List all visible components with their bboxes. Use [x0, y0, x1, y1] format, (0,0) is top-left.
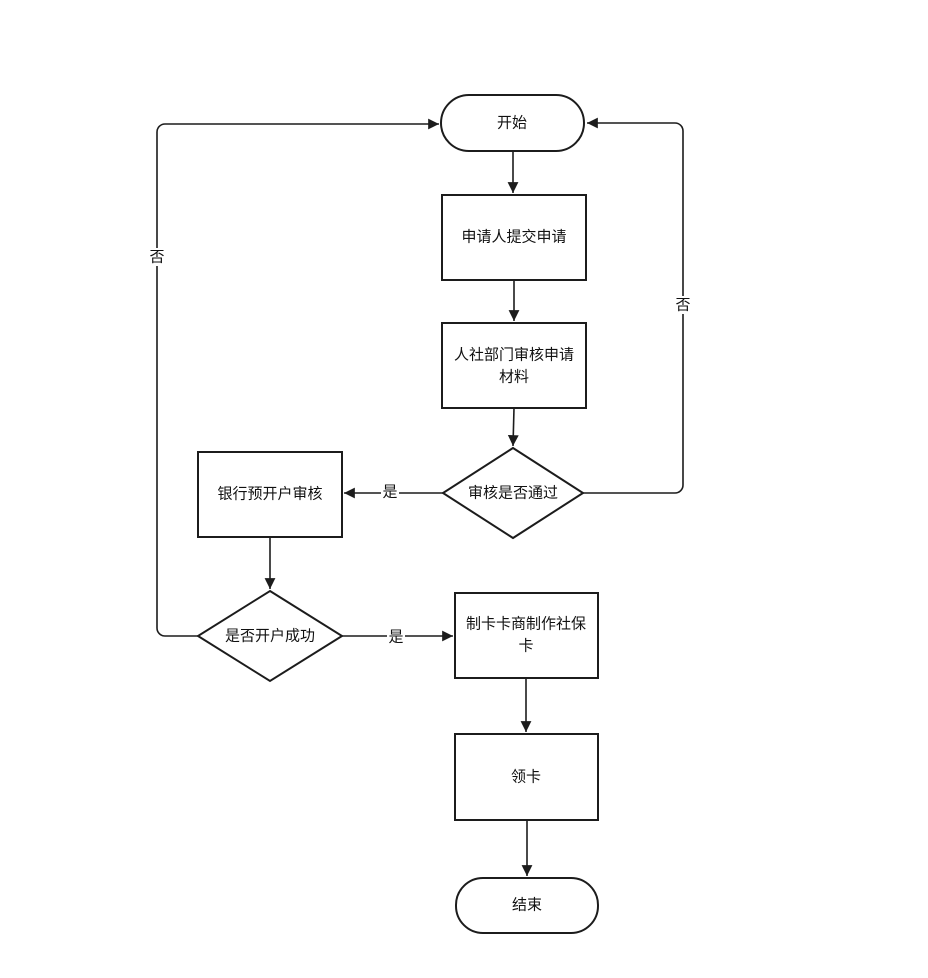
edge-label-review-yes: 是 — [382, 484, 397, 501]
node-review-label-line1: 人社部门审核申请 — [454, 347, 574, 364]
node-bank-label: 银行预开户审核 — [217, 486, 322, 503]
node-start-label: 开始 — [497, 115, 527, 132]
node-make-card-shape — [454, 592, 599, 679]
node-make-card-label-line2: 卡 — [518, 638, 533, 655]
decision-review-shape — [441, 446, 585, 540]
edge-label-account-no: 否 — [149, 249, 164, 266]
node-bank-shape — [197, 451, 343, 538]
edge-decision-account-no-loop — [156, 118, 439, 637]
node-submit-application: 申请人提交申请 — [441, 194, 587, 281]
decision-review-passed: 审核是否通过 — [441, 446, 585, 540]
node-receive-card-shape — [454, 733, 599, 821]
node-start: 开始 — [440, 94, 585, 152]
decision-account-success: 是否开户成功 — [196, 589, 344, 683]
edge-label-bg — [674, 296, 692, 314]
decision-account-shape — [196, 589, 344, 683]
edge-decision-review-no-loop — [583, 117, 684, 494]
edge-label-bg — [381, 483, 399, 501]
node-end-shape — [455, 877, 599, 934]
edge-label-review-no: 否 — [675, 297, 690, 314]
node-bank-preopen-review: 银行预开户审核 — [197, 451, 343, 538]
edge-label-bg — [148, 248, 166, 266]
node-review-materials: 人社部门审核申请 材料 — [441, 322, 587, 409]
node-end: 结束 — [455, 877, 599, 934]
node-make-card-label-line1: 制卡卡商制作社保 — [466, 616, 586, 633]
node-submit-shape — [441, 194, 587, 281]
node-end-label: 结束 — [512, 897, 542, 914]
node-make-card: 制卡卡商制作社保 卡 — [454, 592, 599, 679]
node-receive-card: 领卡 — [454, 733, 599, 821]
edge-label-account-yes: 是 — [388, 629, 403, 646]
node-review-shape — [441, 322, 587, 409]
node-receive-card-label: 领卡 — [511, 769, 541, 786]
decision-account-label: 是否开户成功 — [225, 628, 315, 645]
node-review-label-line2: 材料 — [499, 369, 529, 386]
edge-labels: 是 否 是 否 — [148, 248, 692, 646]
edge-review-to-decision — [507, 407, 519, 447]
decision-review-label: 审核是否通过 — [468, 485, 558, 502]
node-submit-label: 申请人提交申请 — [461, 228, 566, 246]
edge-label-bg — [387, 628, 405, 646]
node-start-shape — [440, 94, 585, 152]
